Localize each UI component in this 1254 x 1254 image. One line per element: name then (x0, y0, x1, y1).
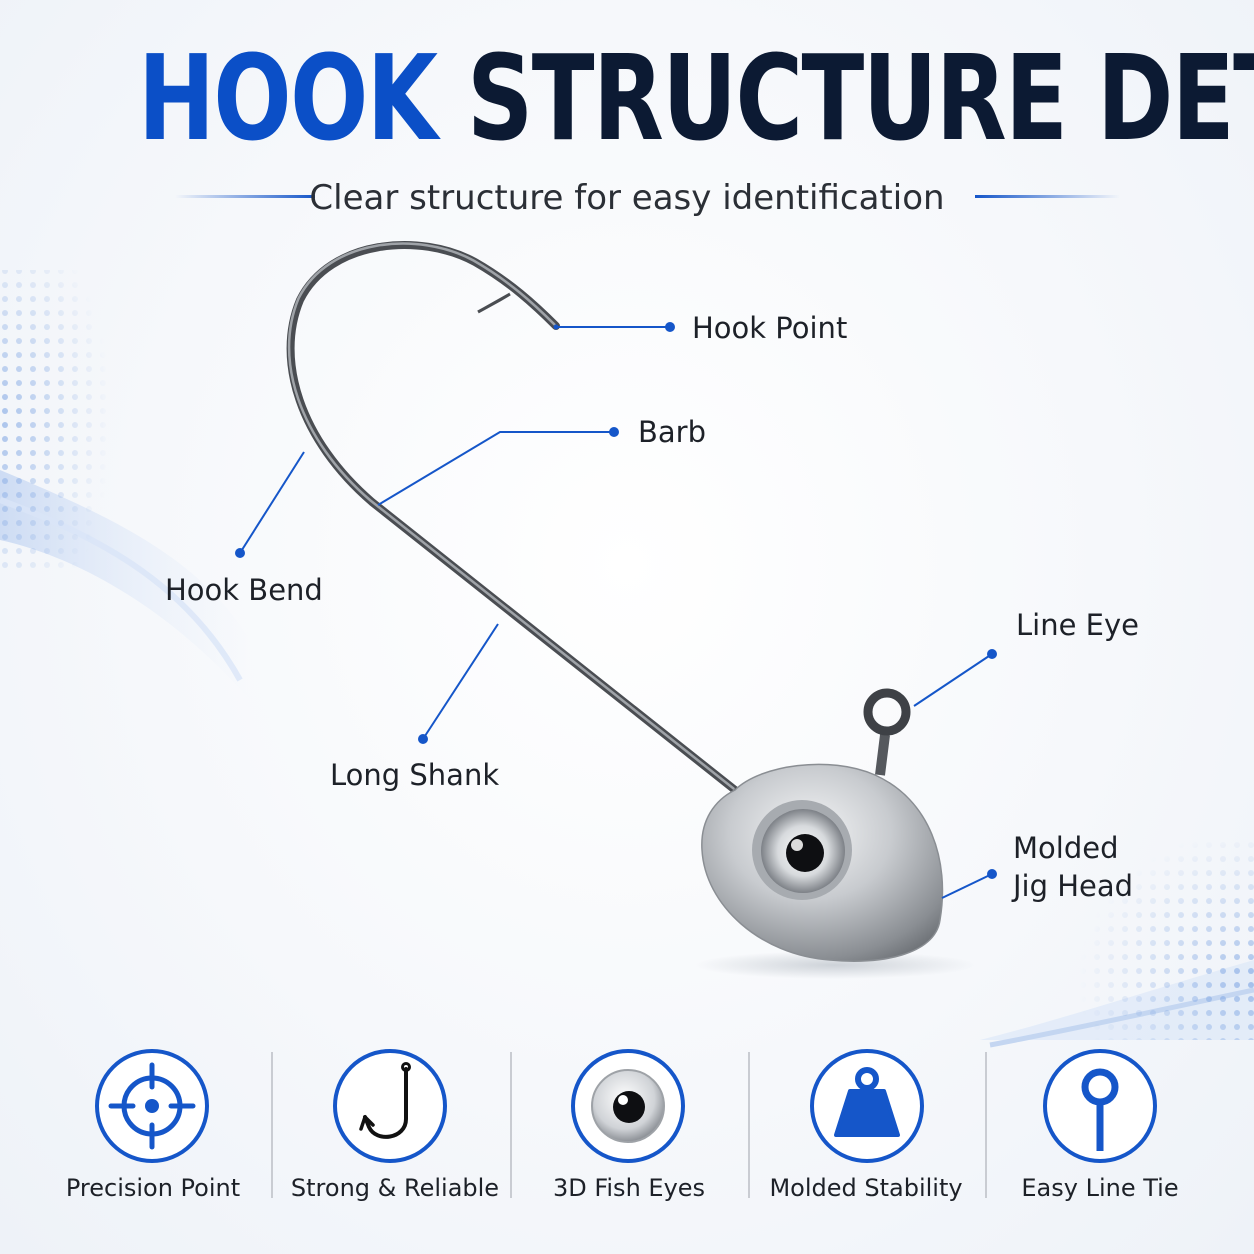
feature-label-precision-point: Precision Point (65, 1174, 241, 1202)
label-hook-point: Hook Point (692, 311, 848, 345)
line-eye-ring (863, 688, 911, 736)
label-jig-head-line2: Jig Head (1013, 869, 1134, 903)
feature-divider (748, 1052, 750, 1198)
feature-divider (271, 1052, 273, 1198)
page-subtitle: Clear structure for easy identification (309, 178, 945, 218)
page-title: HOOK STRUCTURE DETAILS (137, 28, 1254, 168)
title-main-words: STRUCTURE DETAILS (467, 29, 1254, 167)
feature-label-strong-reliable: Strong & Reliable (290, 1174, 500, 1202)
jig-head-shadow (695, 951, 975, 979)
title-accent-word: HOOK (137, 29, 438, 167)
label-jig-head-line1: Molded (1013, 831, 1119, 865)
label-long-shank: Long Shank (330, 758, 500, 792)
feature-divider (985, 1052, 987, 1198)
feature-divider (510, 1052, 512, 1198)
label-hook-bend: Hook Bend (165, 573, 323, 607)
line-eye-icon (1043, 1049, 1157, 1163)
feature-label-molded-stability: Molded Stability (769, 1174, 963, 1202)
barb-callout (377, 431, 614, 506)
barb-shape (477, 292, 511, 314)
crosshair-icon (95, 1049, 209, 1163)
weight-icon (810, 1049, 924, 1163)
fish-eye-icon (571, 1049, 685, 1163)
feature-label-easy-line-tie: Easy Line Tie (1021, 1174, 1179, 1202)
line-eye-callout (913, 653, 993, 707)
feature-label-3d-fish-eyes: 3D Fish Eyes (552, 1174, 706, 1202)
hook-bend-callout (239, 451, 305, 554)
eye-stem (875, 734, 890, 776)
label-barb: Barb (638, 415, 706, 449)
long-shank-callout (422, 623, 499, 740)
label-line-eye: Line Eye (1016, 608, 1139, 642)
jig-head-callout (941, 873, 993, 899)
fishing-hook-icon (333, 1049, 447, 1163)
